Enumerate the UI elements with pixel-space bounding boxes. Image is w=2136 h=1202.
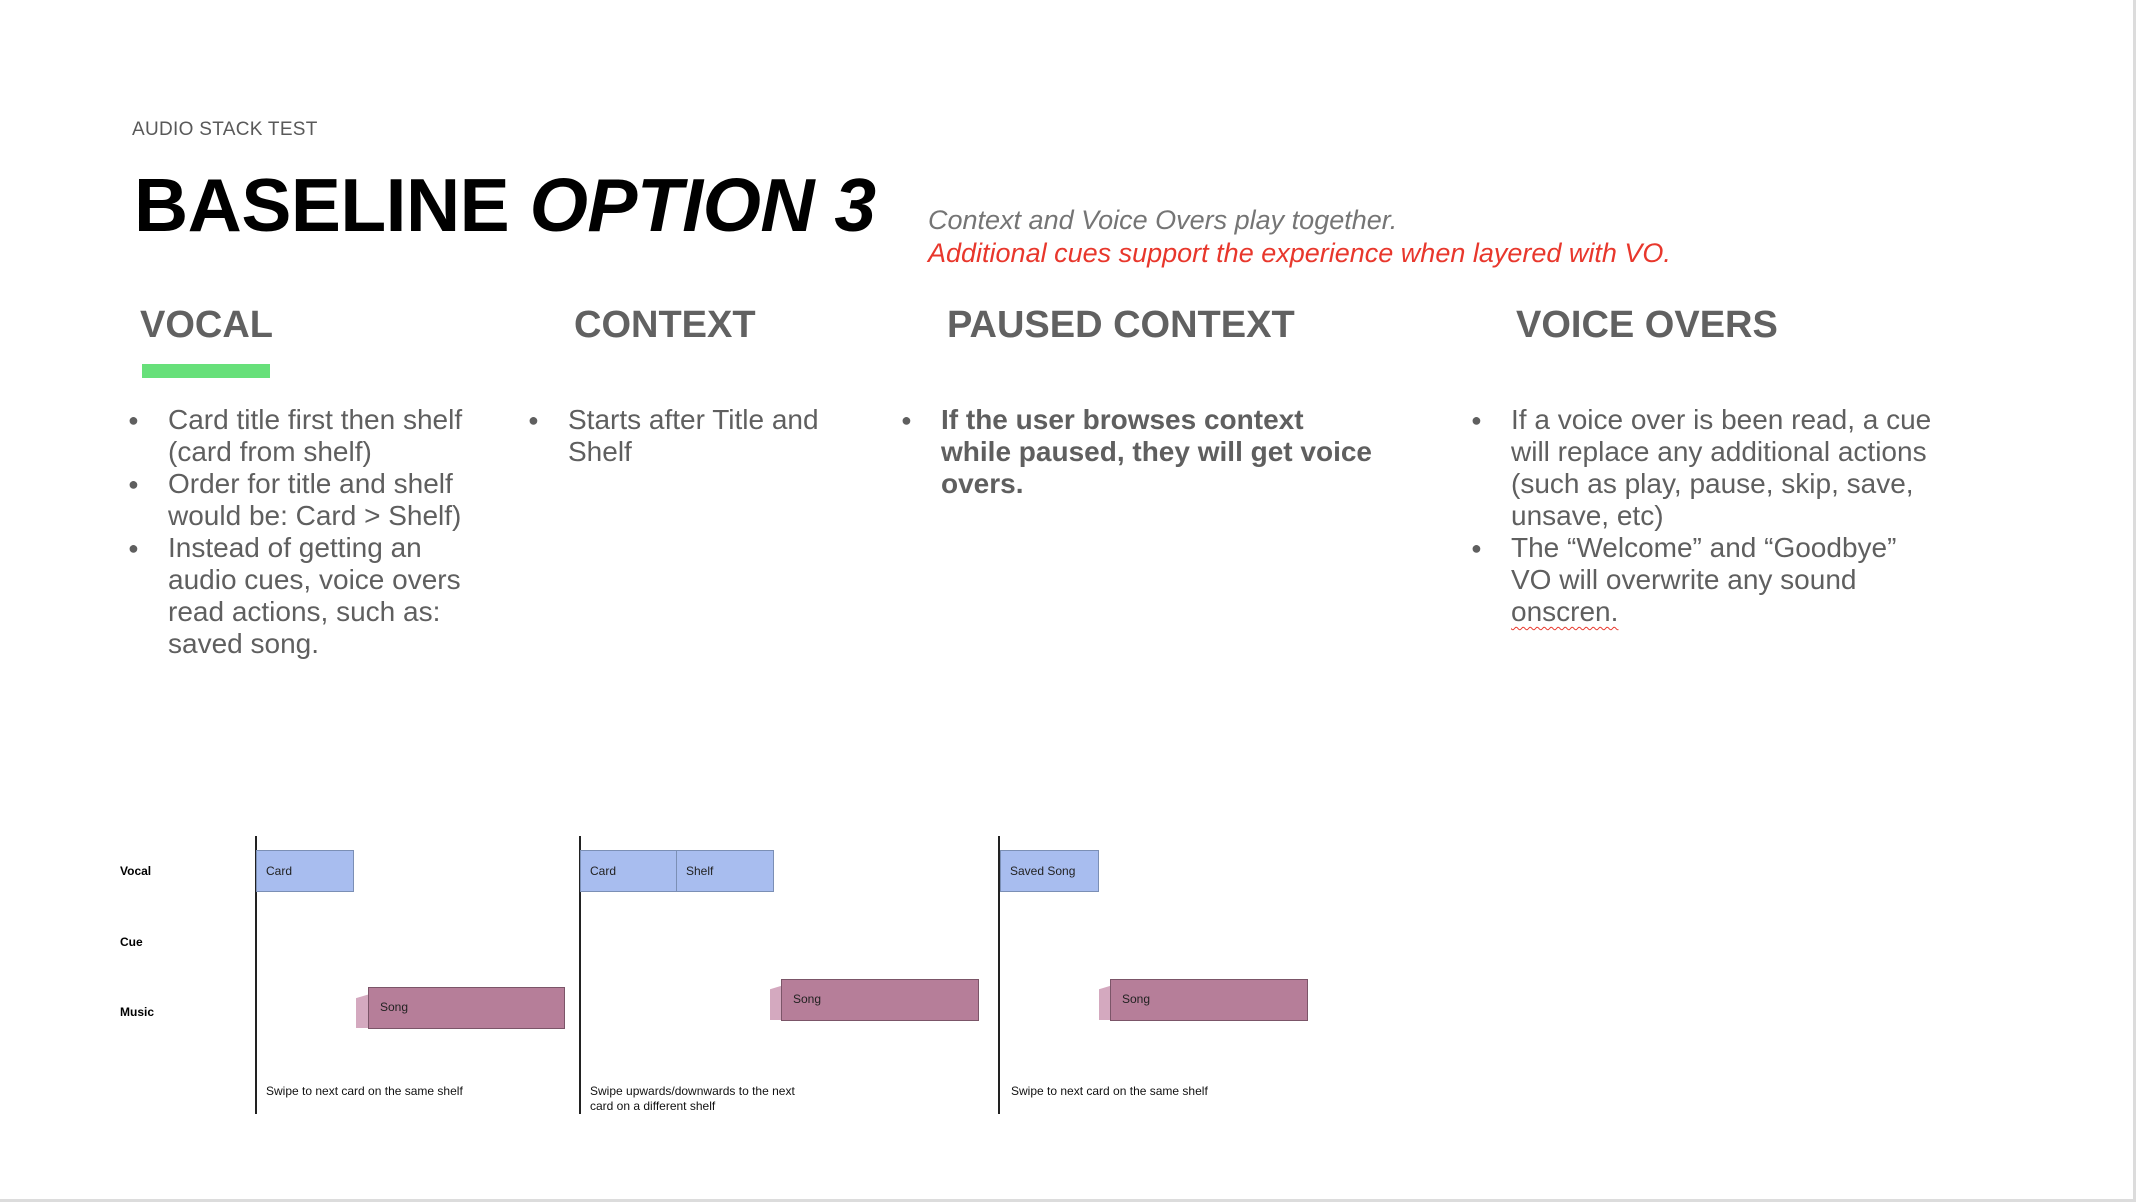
paused-context-bullet-list: If the user browses context while paused… <box>901 404 1381 500</box>
scenario-caption: Swipe to next card on the same shelf <box>266 1084 463 1098</box>
list-item: The “Welcome” and “Goodbye” VO will over… <box>1471 532 1941 628</box>
music-block-song: Song <box>368 987 565 1029</box>
scenario-caption: Swipe to next card on the same shelf <box>1011 1084 1208 1098</box>
vocal-block-card: Card <box>580 850 677 892</box>
list-item: If a voice over is been read, a cue will… <box>1471 404 1941 532</box>
vocal-bullet-list: Card title first then shelf (card from s… <box>128 404 478 660</box>
page-edge-bottom <box>0 1199 2136 1202</box>
song-fade-in <box>1099 985 1113 1020</box>
list-item: Starts after Title and Shelf <box>528 404 848 468</box>
track-label-music: Music <box>120 1005 155 1019</box>
music-block-song: Song <box>1110 979 1308 1021</box>
heading-voice-overs[interactable]: VOICE OVERS <box>1516 304 1778 346</box>
context-bullet-list: Starts after Title and Shelf <box>528 404 848 468</box>
list-item-text: The “Welcome” and “Goodbye” VO will over… <box>1511 532 1897 595</box>
vocal-block-saved-song: Saved Song <box>1000 850 1099 892</box>
song-fade-in <box>356 994 370 1028</box>
heading-paused-context[interactable]: PAUSED CONTEXT <box>947 304 1295 346</box>
eyebrow-label: AUDIO STACK TEST <box>132 119 318 140</box>
vocal-block-card: Card <box>256 850 354 892</box>
track-label-vocal: Vocal <box>120 864 152 878</box>
title-italic: OPTION 3 <box>529 163 877 247</box>
title-main: BASELINE <box>134 163 530 247</box>
song-fade-in <box>770 985 784 1020</box>
list-item: If the user browses context while paused… <box>901 404 1381 500</box>
active-tab-indicator <box>142 364 270 378</box>
subtitle-line-2: Additional cues support the experience w… <box>928 238 1671 268</box>
list-item: Instead of getting an audio cues, voice … <box>128 532 478 660</box>
voice-overs-bullet-list: If a voice over is been read, a cue will… <box>1471 404 1941 628</box>
timeline-start-line <box>579 836 581 1114</box>
list-item: Order for title and shelf would be: Card… <box>128 468 478 532</box>
misspelled-word: onscren. <box>1511 596 1619 627</box>
subtitle-line-1: Context and Voice Overs play together. <box>928 205 1398 235</box>
heading-vocal[interactable]: VOCAL <box>140 304 273 346</box>
heading-context[interactable]: CONTEXT <box>574 304 756 346</box>
music-block-song: Song <box>781 979 979 1021</box>
track-label-cue: Cue <box>120 935 143 949</box>
scenario-caption: Swipe upwards/downwards to the next card… <box>590 1084 795 1113</box>
page-title: BASELINE OPTION 3 <box>134 162 876 248</box>
page-edge-right <box>2133 0 2136 1202</box>
vocal-block-shelf: Shelf <box>676 850 774 892</box>
subtitle: Context and Voice Overs play together. A… <box>928 204 1671 270</box>
list-item: Card title first then shelf (card from s… <box>128 404 478 468</box>
timeline-start-line <box>255 836 257 1114</box>
timeline-start-line <box>998 836 1000 1114</box>
